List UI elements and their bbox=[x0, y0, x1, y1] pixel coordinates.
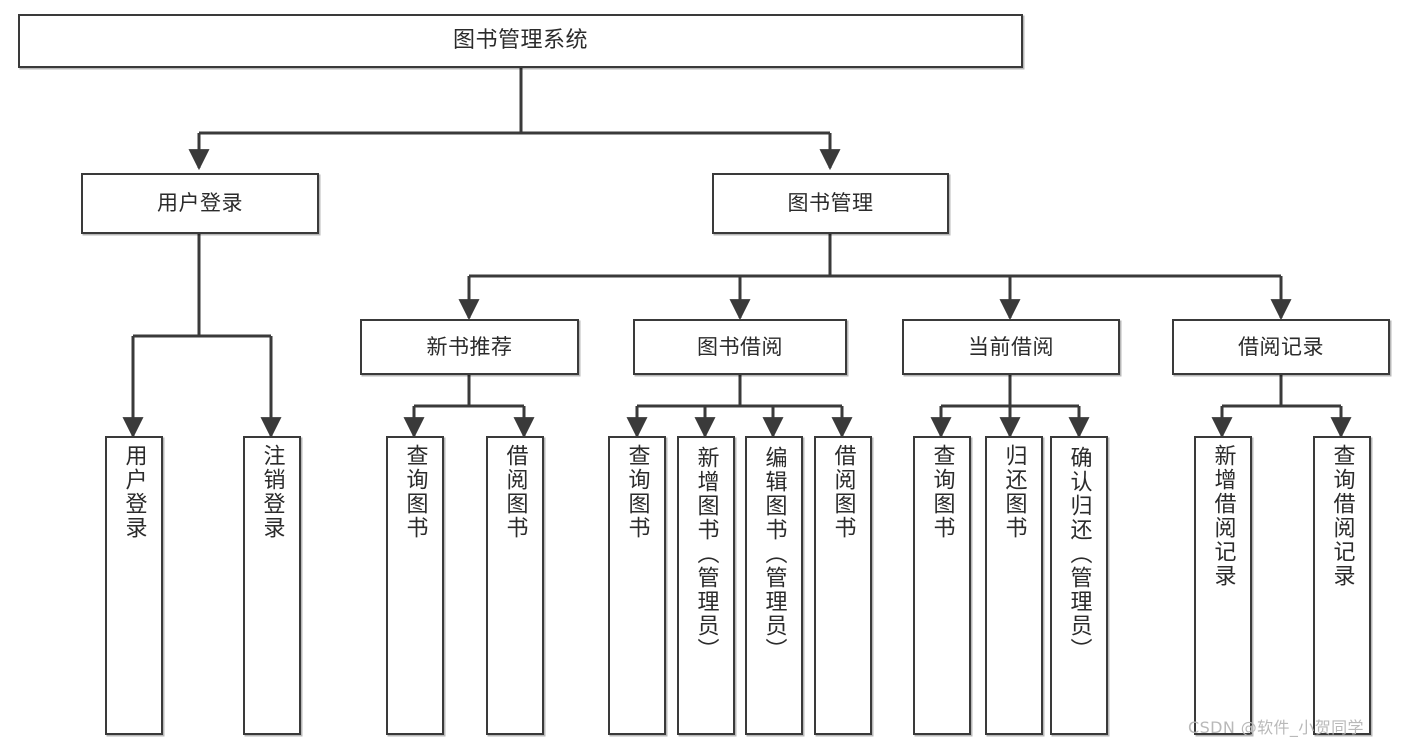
node-label: 用户登录 bbox=[121, 444, 147, 540]
node-root-system[interactable]: 图书管理系统 bbox=[18, 14, 1023, 68]
node-label: 新增借阅记录 bbox=[1210, 444, 1236, 588]
leaf-add-borrow-record[interactable]: 新增借阅记录 bbox=[1194, 436, 1252, 735]
node-book-borrow[interactable]: 图书借阅 bbox=[633, 319, 847, 375]
node-label: 查询图书 bbox=[624, 444, 650, 540]
leaf-query-book-current[interactable]: 查询图书 bbox=[913, 436, 971, 735]
node-label: 新书推荐 bbox=[426, 334, 513, 359]
node-label: 归还图书 bbox=[1001, 444, 1027, 540]
csdn-watermark: CSDN @软件_小贺同学 bbox=[1188, 718, 1364, 737]
leaf-borrow-book[interactable]: 借阅图书 bbox=[814, 436, 872, 735]
node-label: 用户登录 bbox=[157, 191, 243, 216]
leaf-add-book-admin[interactable]: 新增图书（管理员） bbox=[677, 436, 735, 735]
leaf-user-login[interactable]: 用户登录 bbox=[105, 436, 163, 735]
node-label: 借阅记录 bbox=[1238, 334, 1324, 359]
node-label: 图书管理 bbox=[787, 191, 874, 216]
leaf-confirm-return-admin[interactable]: 确认归还（管理员） bbox=[1050, 436, 1108, 735]
node-label: 确认归还（管理员） bbox=[1066, 446, 1092, 662]
leaf-return-book[interactable]: 归还图书 bbox=[985, 436, 1043, 735]
node-book-management[interactable]: 图书管理 bbox=[712, 173, 949, 234]
node-user-login[interactable]: 用户登录 bbox=[81, 173, 319, 234]
node-label: 查询图书 bbox=[929, 444, 955, 540]
node-label: 借阅图书 bbox=[502, 444, 528, 540]
node-borrow-record[interactable]: 借阅记录 bbox=[1172, 319, 1390, 375]
node-current-borrow[interactable]: 当前借阅 bbox=[902, 319, 1120, 375]
leaf-logout-login[interactable]: 注销登录 bbox=[243, 436, 301, 735]
node-label: 查询图书 bbox=[402, 444, 428, 540]
node-new-book-recommend[interactable]: 新书推荐 bbox=[360, 319, 579, 375]
node-label: 新增图书（管理员） bbox=[693, 446, 719, 662]
node-label: 当前借阅 bbox=[968, 334, 1054, 359]
node-label: 编辑图书（管理员） bbox=[761, 446, 787, 662]
node-label: 图书管理系统 bbox=[452, 28, 588, 54]
node-label: 注销登录 bbox=[259, 444, 285, 540]
leaf-query-book-recommend[interactable]: 查询图书 bbox=[386, 436, 444, 735]
node-label: 借阅图书 bbox=[830, 444, 856, 540]
leaf-borrow-book-recommend[interactable]: 借阅图书 bbox=[486, 436, 544, 735]
leaf-query-borrow-record[interactable]: 查询借阅记录 bbox=[1313, 436, 1371, 735]
node-label: 图书借阅 bbox=[697, 334, 783, 359]
leaf-edit-book-admin[interactable]: 编辑图书（管理员） bbox=[745, 436, 803, 735]
node-label: 查询借阅记录 bbox=[1329, 444, 1355, 588]
leaf-query-book-borrow[interactable]: 查询图书 bbox=[608, 436, 666, 735]
